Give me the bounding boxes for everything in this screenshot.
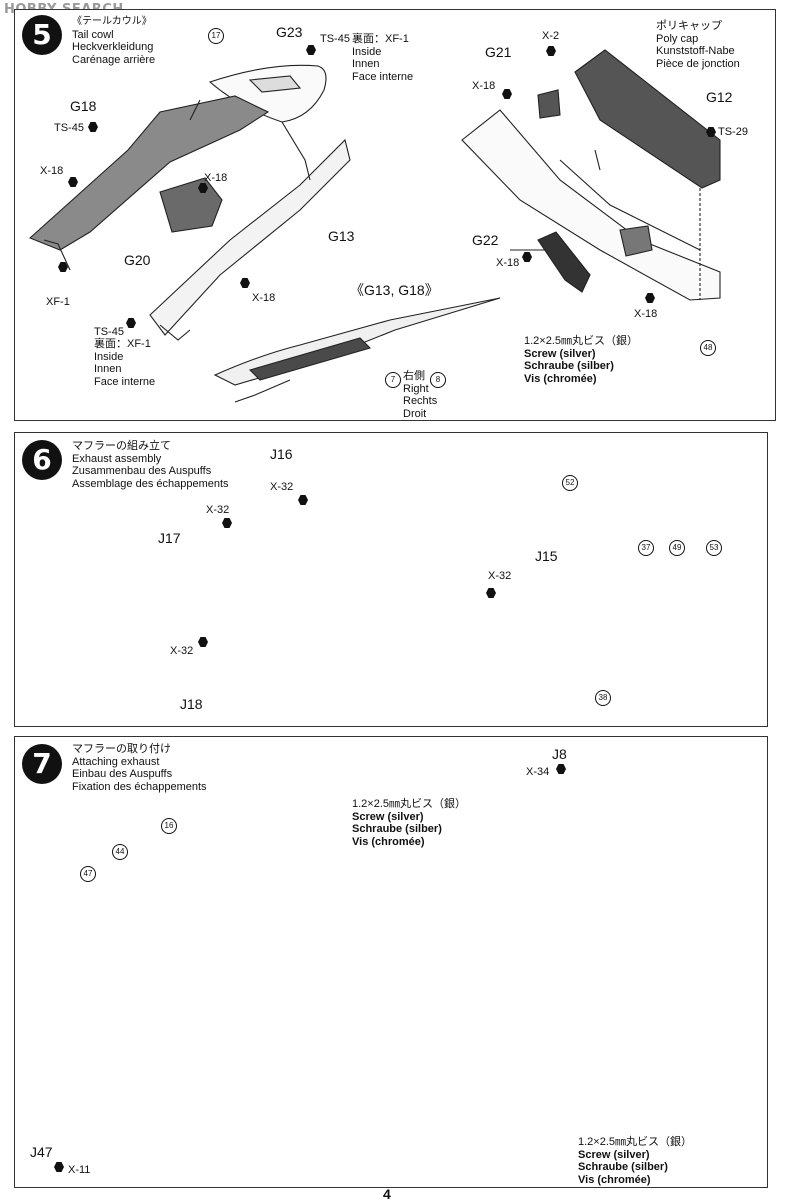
- paint-x32: X-32: [270, 481, 294, 493]
- part-label-g20: G20: [124, 252, 151, 268]
- step-6-panel: [14, 432, 768, 727]
- step-6-title: マフラーの組み立て Exhaust assembly Zusammenbau d…: [72, 440, 229, 490]
- paint-marker-icon: [556, 764, 566, 774]
- paint-marker-icon: [68, 177, 78, 187]
- callout-48: 48: [700, 340, 716, 356]
- paint-marker-icon: [306, 45, 316, 55]
- paint-inside-note: 裏面：XF-1 Inside Innen Face interne: [94, 338, 156, 388]
- paint-ts45: TS-45: [54, 122, 84, 134]
- paint-marker-icon: [58, 262, 68, 272]
- paint-x32: X-32: [488, 570, 512, 582]
- part-label-j18: J18: [180, 696, 203, 712]
- paint-x11: X-11: [68, 1164, 91, 1176]
- paint-marker-icon: [222, 518, 232, 528]
- section-label-g13-g18: 《G13, G18》: [350, 282, 439, 298]
- part-label-j16: J16: [270, 446, 293, 462]
- paint-marker-icon: [198, 183, 208, 193]
- paint-x18: X-18: [472, 80, 496, 92]
- paint-x34: X-34: [526, 766, 550, 778]
- right-side-note: 右側 Right Rechts Droit: [403, 370, 438, 420]
- paint-marker-icon: [522, 252, 532, 262]
- paint-marker-icon: [486, 588, 496, 598]
- paint-ts45: TS-45: [94, 326, 124, 338]
- paint-x32: X-32: [170, 645, 194, 657]
- step-7-title: マフラーの取り付け Attaching exhaust Einbau des A…: [72, 743, 207, 793]
- step-5-title: 《テールカウル》 Tail cowl Heckverkleidung Carén…: [72, 16, 156, 66]
- paint-marker-icon: [240, 278, 250, 288]
- part-label-g22: G22: [472, 232, 499, 248]
- paint-x18: X-18: [40, 165, 64, 177]
- screw-label: 1.2×2.5㎜丸ビス（銀） Screw (silver) Schraube (…: [578, 1136, 693, 1186]
- polycap-label: ポリキャップ Poly cap Kunststoff-Nabe Pièce de…: [656, 20, 740, 70]
- callout-49: 49: [669, 540, 685, 556]
- paint-x2: X-2: [542, 30, 560, 42]
- paint-marker-icon: [54, 1162, 64, 1172]
- paint-marker-icon: [198, 637, 208, 647]
- paint-inside-note: 裏面：XF-1 Inside Innen Face interne: [352, 33, 414, 83]
- paint-marker-icon: [502, 89, 512, 99]
- part-label-g12: G12: [706, 89, 733, 105]
- paint-x18: X-18: [252, 292, 276, 304]
- callout-16: 16: [161, 818, 177, 834]
- screw-label: 1.2×2.5㎜丸ビス（銀） Screw (silver) Schraube (…: [352, 798, 467, 848]
- paint-xf1: XF-1: [46, 296, 70, 308]
- part-label-g23: G23: [276, 24, 303, 40]
- paint-marker-icon: [706, 127, 716, 137]
- paint-marker-icon: [546, 46, 556, 56]
- page-number: 4: [383, 1186, 391, 1202]
- part-label-j15: J15: [535, 548, 558, 564]
- step-5-number: 5: [22, 15, 62, 55]
- paint-marker-icon: [298, 495, 308, 505]
- callout-44: 44: [112, 844, 128, 860]
- paint-x32: X-32: [206, 504, 230, 516]
- step-5-panel: [14, 9, 776, 421]
- step-6-number: 6: [22, 440, 62, 480]
- part-label-g13: G13: [328, 228, 355, 244]
- paint-marker-icon: [126, 318, 136, 328]
- part-label-j47: J47: [30, 1144, 53, 1160]
- paint-marker-icon: [88, 122, 98, 132]
- callout-8: 8: [430, 372, 446, 388]
- part-label-j17: J17: [158, 530, 181, 546]
- callout-47: 47: [80, 866, 96, 882]
- callout-37: 37: [638, 540, 654, 556]
- paint-x18: X-18: [204, 172, 228, 184]
- callout-17: 17: [208, 28, 224, 44]
- step-7-panel: [14, 736, 768, 1188]
- paint-ts45: TS-45: [320, 33, 350, 45]
- paint-ts29: TS-29: [718, 126, 748, 138]
- part-label-j8: J8: [552, 746, 567, 762]
- callout-38: 38: [595, 690, 611, 706]
- part-label-g18: G18: [70, 98, 97, 114]
- step-7-number: 7: [22, 744, 62, 784]
- paint-x18: X-18: [496, 257, 520, 269]
- part-label-g21: G21: [485, 44, 512, 60]
- screw-label: 1.2×2.5㎜丸ビス（銀） Screw (silver) Schraube (…: [524, 335, 639, 385]
- callout-53: 53: [706, 540, 722, 556]
- paint-marker-icon: [645, 293, 655, 303]
- paint-x18: X-18: [634, 308, 658, 320]
- callout-52: 52: [562, 475, 578, 491]
- callout-7: 7: [385, 372, 401, 388]
